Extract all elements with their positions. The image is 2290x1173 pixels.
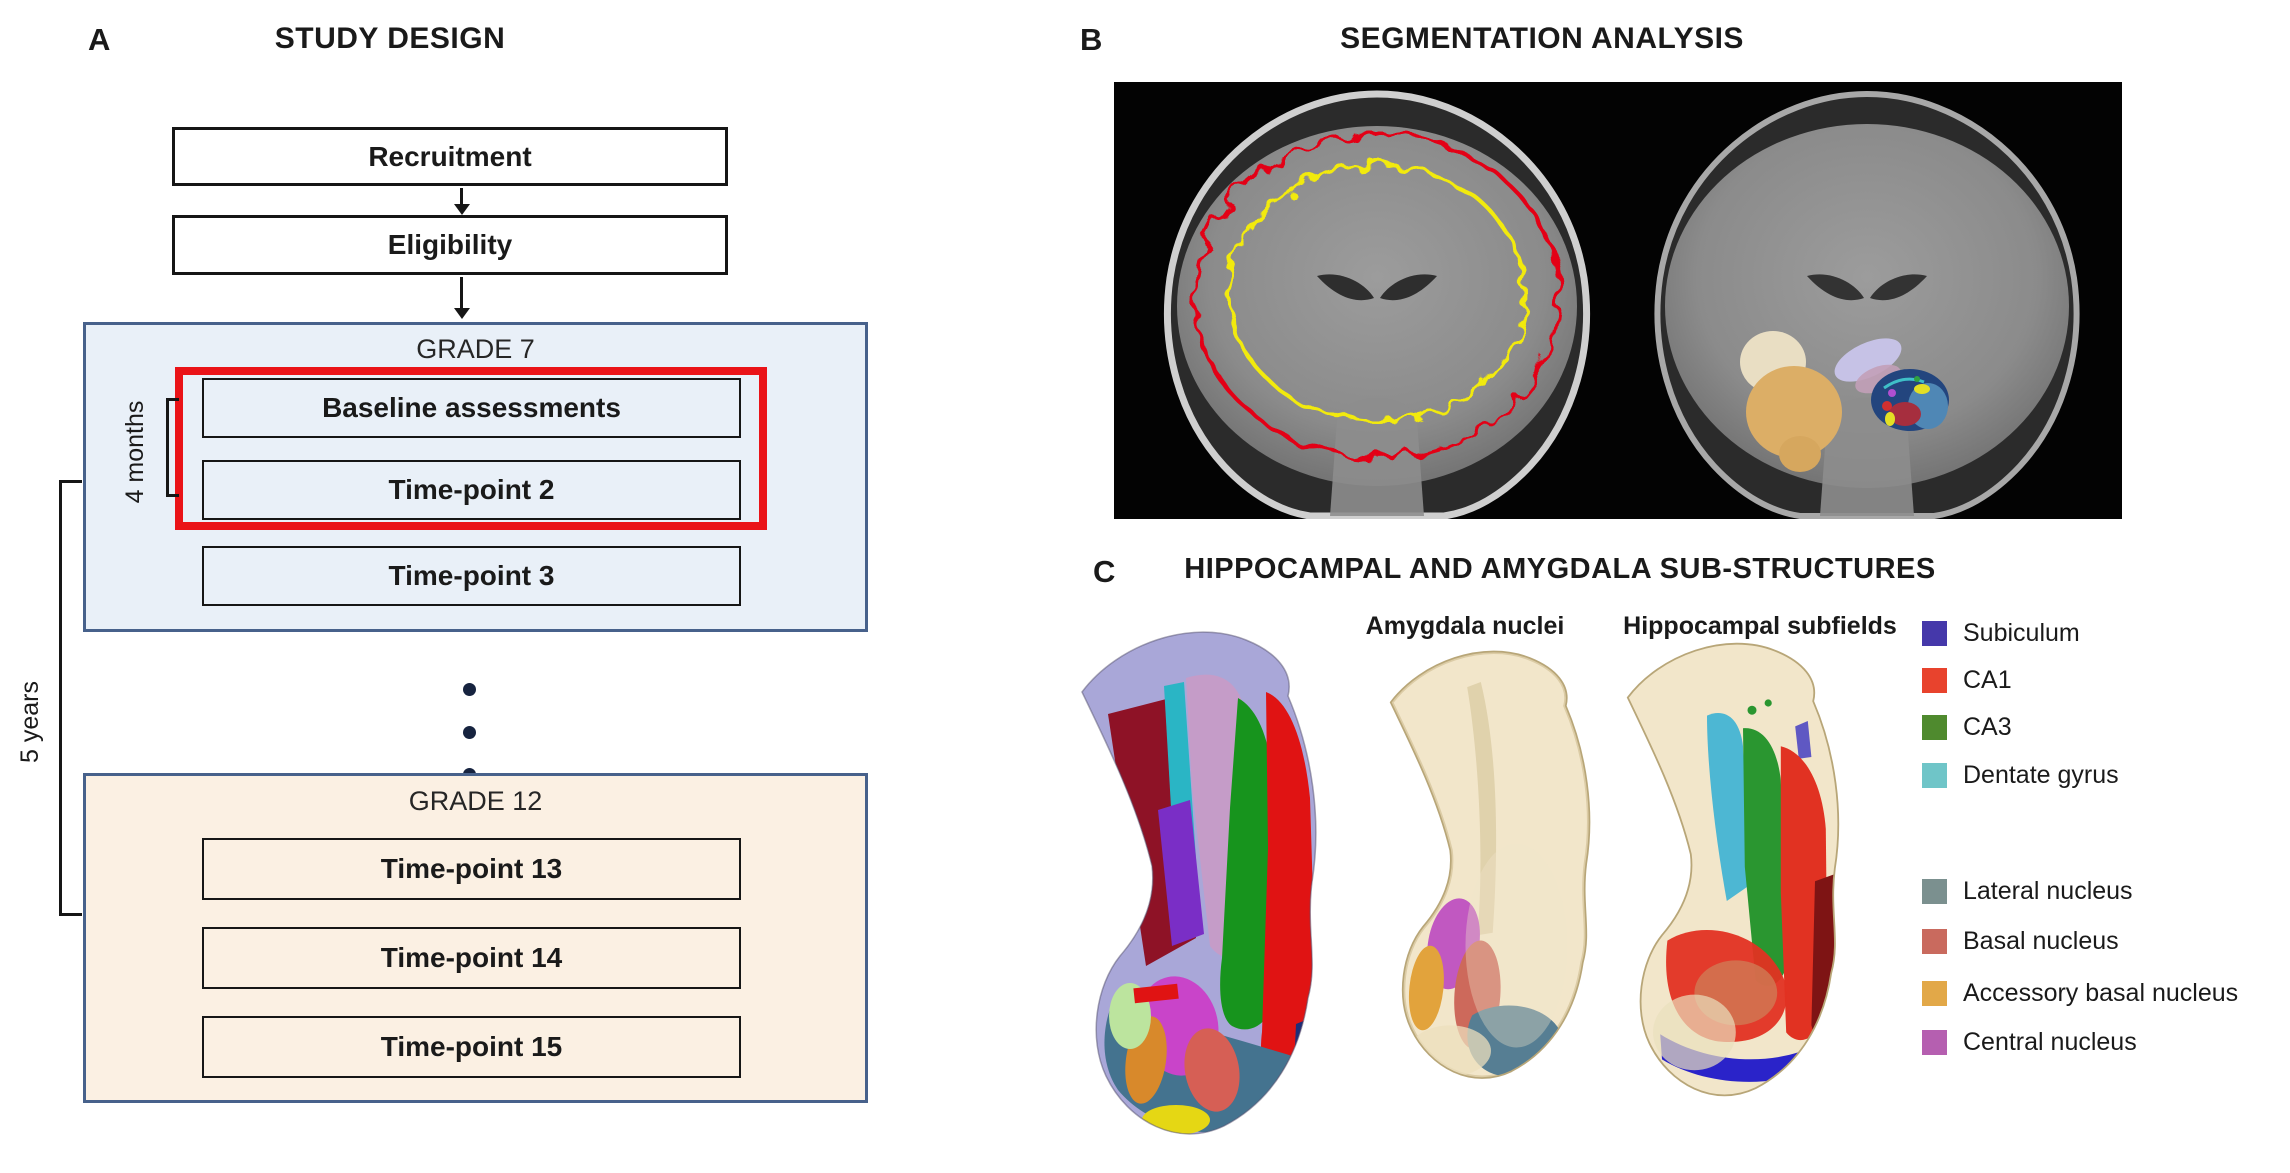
legend-label-ca3: CA3 <box>1963 712 2012 741</box>
legend-item-dentate-gyrus: Dentate gyrus <box>1922 760 2119 790</box>
seg-cluster-red-dot <box>1882 401 1892 411</box>
flow-box-timepoint15: Time-point 15 <box>202 1016 741 1078</box>
ventricle-right-2 <box>1870 274 1927 301</box>
flow-box-timepoint14-label: Time-point 14 <box>380 942 563 973</box>
ellipsis-dot-1 <box>463 683 476 696</box>
flow-arrow-1-head <box>454 204 470 215</box>
seg-cluster-yellow-2 <box>1885 412 1895 426</box>
structure-amygdala-nuclei <box>1389 650 1591 1079</box>
seg-cluster-magenta-dot <box>1888 389 1896 397</box>
panel-a-title: STUDY DESIGN <box>274 22 506 55</box>
legend-label-subiculum: Subiculum <box>1963 618 2080 647</box>
legend-item-central-nucleus: Central nucleus <box>1922 1027 2137 1057</box>
legend-swatch-dentate-gyrus <box>1922 762 1947 788</box>
mri-right-slice <box>1654 90 2080 519</box>
flow-box-timepoint13: Time-point 13 <box>202 838 741 900</box>
grade7-title: GRADE 7 <box>416 334 535 364</box>
seg-cluster-teal-arc <box>1883 377 1925 390</box>
legend-item-ca1: CA1 <box>1922 665 2012 695</box>
legend-item-ca3: CA3 <box>1922 712 2012 742</box>
flow-box-baseline: Baseline assessments <box>202 378 741 438</box>
legend-label-lateral-nucleus: Lateral nucleus <box>1963 876 2133 905</box>
panel-a-letter: A <box>88 22 111 57</box>
hippocampal-subfields-label: Hippocampal subfields <box>1623 612 1897 640</box>
structure-full-segmentation <box>1081 631 1317 1135</box>
panel-c-title: HIPPOCAMPAL AND AMYGDALA SUB-STRUCTURES <box>1184 553 1936 585</box>
legend-label-dentate-gyrus: Dentate gyrus <box>1963 760 2119 789</box>
flow-box-timepoint2: Time-point 2 <box>202 460 741 520</box>
flow-arrow-2-head <box>454 308 470 319</box>
ventricle-right <box>1380 274 1437 301</box>
substructures-render <box>1020 622 1920 1167</box>
seg-cluster-crimson <box>1889 402 1921 426</box>
seg-amygdala-left <box>1746 366 1842 458</box>
panel-b-title: SEGMENTATION ANALYSIS <box>1340 22 1744 55</box>
flow-box-timepoint14: Time-point 14 <box>202 927 741 989</box>
legend-label-basal-nucleus: Basal nucleus <box>1963 926 2119 955</box>
flow-box-timepoint15-label: Time-point 15 <box>380 1031 563 1062</box>
ventricle-left <box>1317 274 1374 301</box>
bracket-4months-line <box>166 398 169 497</box>
legend-swatch-central-nucleus <box>1922 1029 1947 1055</box>
legend-swatch-ca1 <box>1922 667 1947 693</box>
panel-c-letter: C <box>1093 554 1116 589</box>
flow-box-eligibility: Eligibility <box>172 215 728 275</box>
ventricle-left-2 <box>1807 274 1864 301</box>
bracket-5years-line <box>59 480 62 916</box>
flow-box-timepoint2-label: Time-point 2 <box>388 474 555 505</box>
baseline-highlight-rect <box>175 367 767 530</box>
seg-cluster-green-dot <box>1914 376 1920 382</box>
flow-box-timepoint13-label: Time-point 13 <box>380 853 563 884</box>
legend-swatch-subiculum <box>1922 620 1947 646</box>
bracket-4months-tick-top <box>166 398 179 401</box>
bracket-5years-tick-bottom <box>59 913 82 916</box>
legend-swatch-basal-nucleus <box>1922 928 1947 954</box>
legend-item-basal-nucleus: Basal nucleus <box>1922 926 2119 956</box>
legend-label-ca1: CA1 <box>1963 665 2012 694</box>
bracket-4months-tick-bottom <box>166 494 179 497</box>
legend-item-subiculum: Subiculum <box>1922 618 2080 648</box>
ellipsis-dot-2 <box>463 726 476 739</box>
flow-box-recruitment-label: Recruitment <box>368 140 532 172</box>
seg-cluster-yellow-1 <box>1914 384 1930 394</box>
legend-item-accessory-basal-nucleus: Accessory basal nucleus <box>1922 978 2238 1008</box>
seg-amygdala-tail <box>1779 436 1821 472</box>
structure-hippocampal-subfields <box>1626 642 1840 1097</box>
legend-label-accessory-basal-nucleus: Accessory basal nucleus <box>1963 978 2239 1007</box>
bracket-4months-label: 4 months <box>121 400 149 504</box>
panel-b-letter: B <box>1080 22 1103 57</box>
flow-box-recruitment: Recruitment <box>172 127 728 186</box>
flow-arrow-1-line <box>460 188 463 205</box>
grade12-title: GRADE 12 <box>408 786 543 816</box>
mri-left-slice <box>1164 90 1590 520</box>
mri-svg <box>1114 82 2122 520</box>
pial-contour <box>1193 132 1561 460</box>
brainstem-right <box>1820 397 1914 516</box>
legend-swatch-lateral-nucleus <box>1922 878 1947 904</box>
flow-box-timepoint3-label: Time-point 3 <box>388 560 555 591</box>
flow-box-baseline-label: Baseline assessments <box>322 392 621 423</box>
legend-swatch-accessory-basal-nucleus <box>1922 980 1947 1006</box>
legend-item-lateral-nucleus: Lateral nucleus <box>1922 876 2133 906</box>
amygdala-nuclei-label: Amygdala nuclei <box>1365 612 1565 640</box>
flow-box-timepoint3: Time-point 3 <box>202 546 741 606</box>
grade12-container <box>83 773 868 1103</box>
substructures-svg <box>1081 631 1840 1135</box>
mri-image <box>1114 82 2122 520</box>
bracket-5years-label: 5 years <box>16 681 44 763</box>
legend-swatch-ca3 <box>1922 714 1947 740</box>
flow-box-eligibility-label: Eligibility <box>387 229 513 260</box>
seg-lavender-sleeve <box>1834 338 1902 382</box>
bracket-5years-tick-top <box>59 480 82 483</box>
flow-arrow-2-line <box>460 277 463 309</box>
legend-label-central-nucleus: Central nucleus <box>1963 1027 2137 1056</box>
